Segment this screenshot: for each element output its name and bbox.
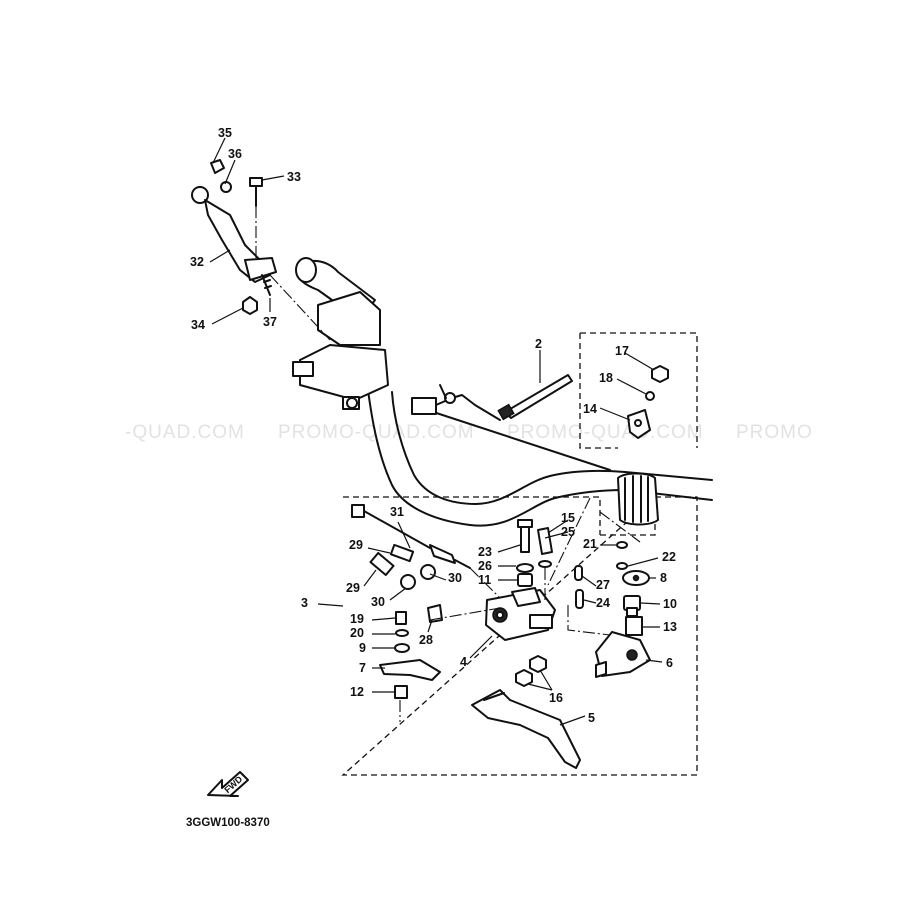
callout-25: 25 xyxy=(561,525,575,539)
wire-connector xyxy=(411,384,501,421)
callout-29-upper: 29 xyxy=(349,538,363,552)
callout-32: 32 xyxy=(190,255,204,269)
callout-8: 8 xyxy=(660,571,667,585)
watermark-text: PROMO-QUAD.COM xyxy=(507,422,704,443)
callout-5: 5 xyxy=(588,711,595,725)
callout-31: 31 xyxy=(390,505,404,519)
callout-11: 11 xyxy=(478,573,491,587)
brake-lever-32 xyxy=(191,159,331,341)
callout-30-lower: 30 xyxy=(371,595,385,609)
callout-27: 27 xyxy=(596,578,610,592)
callout-30-upper: 30 xyxy=(448,571,462,585)
callout-24: 24 xyxy=(596,596,610,610)
callout-6: 6 xyxy=(666,656,673,670)
watermark-text: -QUAD.COM xyxy=(125,422,245,443)
callout-7: 7 xyxy=(359,661,366,675)
cable-switch-31 xyxy=(351,504,471,569)
cable-tie xyxy=(497,374,573,421)
fwd-arrow-icon: FWD xyxy=(207,771,249,797)
watermark-text: PROMO xyxy=(736,422,813,443)
callout-2: 2 xyxy=(535,337,542,351)
lever-holder-4 xyxy=(485,587,556,641)
callout-16: 16 xyxy=(549,691,563,705)
callout-35: 35 xyxy=(218,126,232,140)
callout-17: 17 xyxy=(615,344,629,358)
switch-14 xyxy=(627,365,669,439)
diagram-code: 3GGW100-8370 xyxy=(186,817,270,829)
switch-bracket-6 xyxy=(595,631,651,678)
callout-13: 13 xyxy=(663,620,677,634)
callout-37: 37 xyxy=(263,315,277,329)
callout-36: 36 xyxy=(228,147,242,161)
leader-lines xyxy=(209,137,663,726)
callout-4: 4 xyxy=(460,655,467,669)
brake-lever-5 xyxy=(471,689,581,769)
callout-29-lower: 29 xyxy=(346,581,360,595)
callout-26: 26 xyxy=(478,559,492,573)
callout-20: 20 xyxy=(350,626,364,640)
callout-33: 33 xyxy=(287,170,301,184)
callout-9: 9 xyxy=(359,641,366,655)
callout-12: 12 xyxy=(350,685,364,699)
watermark: -QUAD.COM PROMO-QUAD.COM PROMO-QUAD.COM … xyxy=(125,422,813,443)
right-switch-housing xyxy=(617,472,659,526)
left-grip xyxy=(292,257,389,410)
group-box-switch xyxy=(579,332,698,449)
callout-34: 34 xyxy=(191,318,205,332)
callout-19: 19 xyxy=(350,612,364,626)
callout-22: 22 xyxy=(662,550,676,564)
fastener-parts xyxy=(516,519,628,609)
callout-14: 14 xyxy=(583,402,597,416)
switch-parts xyxy=(622,570,650,636)
callout-3: 3 xyxy=(301,596,308,610)
callout-10: 10 xyxy=(663,597,677,611)
callout-23: 23 xyxy=(478,545,492,559)
callout-21: 21 xyxy=(583,537,597,551)
handlebar xyxy=(367,389,713,527)
callout-18: 18 xyxy=(599,371,613,385)
callout-15: 15 xyxy=(561,511,575,525)
callout-28: 28 xyxy=(419,633,433,647)
callout-labels: 35 36 33 32 34 37 2 17 18 14 31 15 25 29… xyxy=(190,126,677,725)
